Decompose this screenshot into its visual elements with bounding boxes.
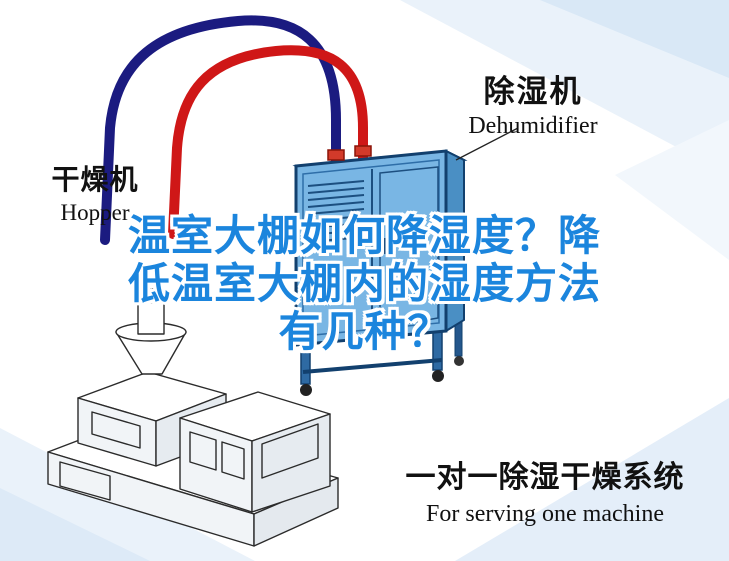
- main-title-line-2: 低温室大棚内的湿度方法: [127, 260, 601, 307]
- dehumidifier-cabinet-illustration: [292, 145, 468, 396]
- dehumidifier-label-en: Dehumidifier: [468, 113, 598, 139]
- main-title-line-3: 有几种？: [278, 308, 451, 355]
- dehumidifier-pointer-line: [455, 127, 519, 161]
- main-title-line-1: 温室大棚如何降湿度？降: [127, 212, 601, 259]
- main-title: 温室大棚如何降湿度？降 低温室大棚内的湿度方法 有几种？: [30, 212, 699, 356]
- hopper-label-cn: 干燥机: [51, 164, 139, 195]
- bottom-caption-cn: 一对一除湿干燥系统: [405, 461, 685, 494]
- dehumidifier-label: 除湿机 Dehumidifier: [448, 66, 618, 140]
- dehumidifier-label-cn: 除湿机: [483, 74, 583, 109]
- red-hose: [168, 45, 368, 239]
- bottom-caption: 一对一除湿干燥系统 For serving one machine: [385, 452, 705, 528]
- blue-hose: [100, 15, 341, 245]
- bottom-caption-en: For serving one machine: [426, 501, 664, 527]
- hopper-label-en: Hopper: [60, 200, 130, 225]
- hopper-label: 干燥机 Hopper: [40, 158, 150, 226]
- isometric-machine-illustration: [47, 288, 339, 547]
